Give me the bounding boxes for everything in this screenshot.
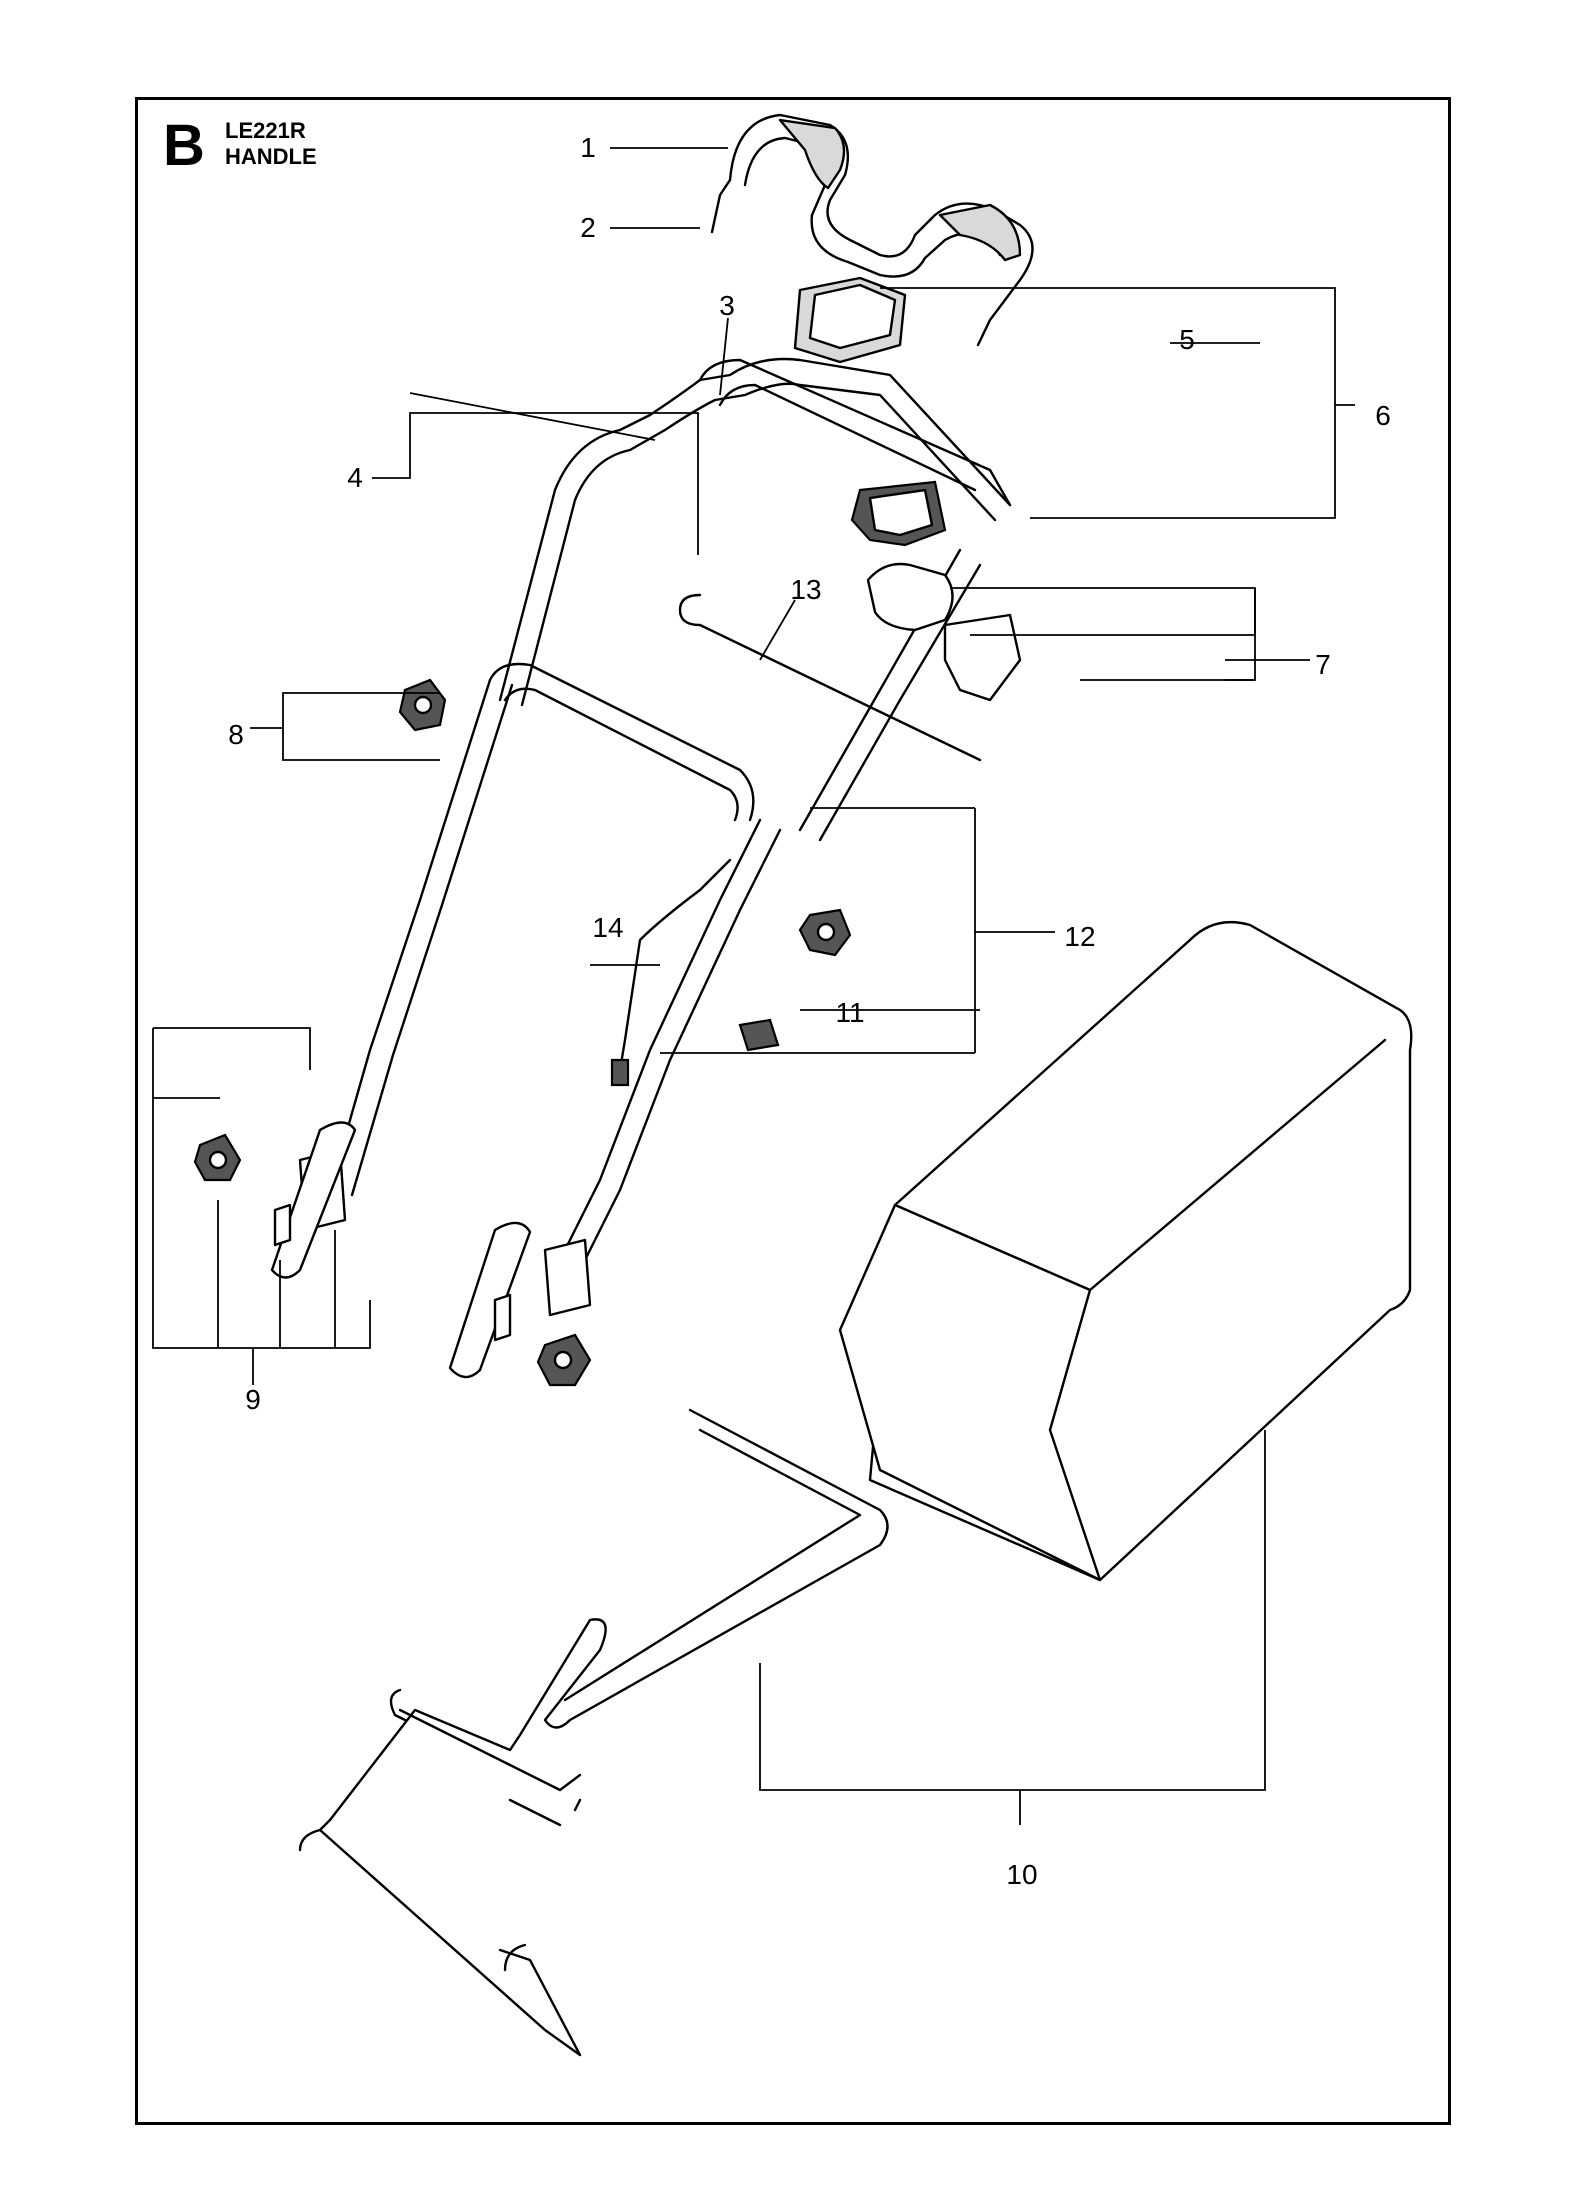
callout-1: 1 <box>580 132 596 163</box>
lower-handle-frame <box>298 662 782 1317</box>
diagram-frame <box>135 97 1451 2125</box>
callout-2: 2 <box>580 212 596 243</box>
callout-9: 9 <box>245 1384 261 1415</box>
callout-12: 12 <box>1064 921 1096 952</box>
callout-11: 11 <box>835 997 865 1028</box>
upper-handle-grip <box>710 113 1034 347</box>
switch-box <box>793 276 947 547</box>
cables <box>610 593 982 1087</box>
callout-7: 7 <box>1315 649 1331 680</box>
section-letter: B <box>163 113 205 178</box>
callout-4: 4 <box>347 462 363 493</box>
section-title: HANDLE <box>225 144 317 169</box>
callout-13: 13 <box>790 574 822 605</box>
callout-3: 3 <box>719 290 735 321</box>
upper-handle-frame <box>498 357 1022 842</box>
callout-8: 8 <box>228 719 244 750</box>
grass-bag <box>838 921 1413 1582</box>
bag-frame <box>298 1408 889 2057</box>
callout-10: 10 <box>1006 1859 1038 1890</box>
callout-6: 6 <box>1375 400 1391 431</box>
brackets <box>270 1121 532 1379</box>
callout-14: 14 <box>592 912 624 943</box>
leader-lines <box>152 147 1355 1825</box>
callout-5: 5 <box>1179 324 1195 355</box>
model-label: LE221R <box>225 118 306 143</box>
